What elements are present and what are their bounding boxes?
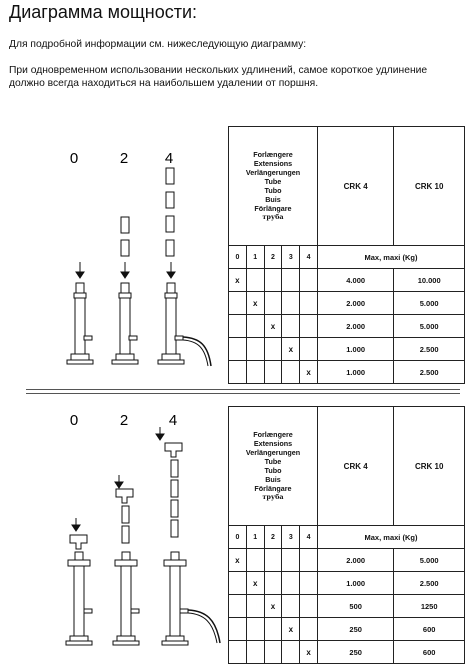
index-header: 4 (299, 245, 318, 269)
diagram-label: 4 (165, 150, 173, 167)
capacity-table-top: Forlængere Extensions Verlängerungen Tub… (228, 126, 465, 384)
index-header: 1 (245, 245, 265, 269)
model-header: CRK 10 (393, 126, 465, 246)
max-load-header: Max, maxi (Kg) (316, 525, 465, 549)
extensions-header: Forlængere Extensions Verlängerungen Tub… (228, 406, 318, 526)
extension-diagram-bottom: 0 2 4 (30, 405, 230, 660)
model-header: CRK 4 (316, 406, 395, 526)
extension-diagram-top: 0 2 4 (30, 140, 230, 380)
section-divider (26, 389, 460, 390)
extension-note: При одновременном использовании нескольк… (9, 65, 428, 89)
capacity-table-bottom: Forlængere Extensions Verlängerungen Tub… (228, 406, 465, 664)
index-header: 0 (228, 525, 247, 549)
diagram-label: 4 (169, 412, 177, 429)
page-title: Диаграмма мощности: (9, 2, 198, 22)
diagram-label: 2 (120, 150, 128, 167)
diagram-label: 2 (120, 412, 128, 429)
extensions-header: Forlængere Extensions Verlängerungen Tub… (228, 126, 318, 246)
index-header: 3 (281, 245, 301, 269)
model-header: CRK 4 (316, 126, 395, 246)
diagram-label: 0 (70, 412, 78, 429)
index-header: 2 (263, 525, 283, 549)
section-divider (26, 393, 460, 394)
index-header: 3 (281, 525, 301, 549)
index-header: 2 (263, 245, 283, 269)
index-header: 4 (299, 525, 318, 549)
intro-text: Для подробной информации см. нижеследующ… (9, 39, 307, 50)
diagram-label: 0 (70, 150, 78, 167)
max-load-header: Max, maxi (Kg) (316, 245, 465, 269)
index-header: 1 (245, 525, 265, 549)
index-header: 0 (228, 245, 247, 269)
model-header: CRK 10 (393, 406, 465, 526)
